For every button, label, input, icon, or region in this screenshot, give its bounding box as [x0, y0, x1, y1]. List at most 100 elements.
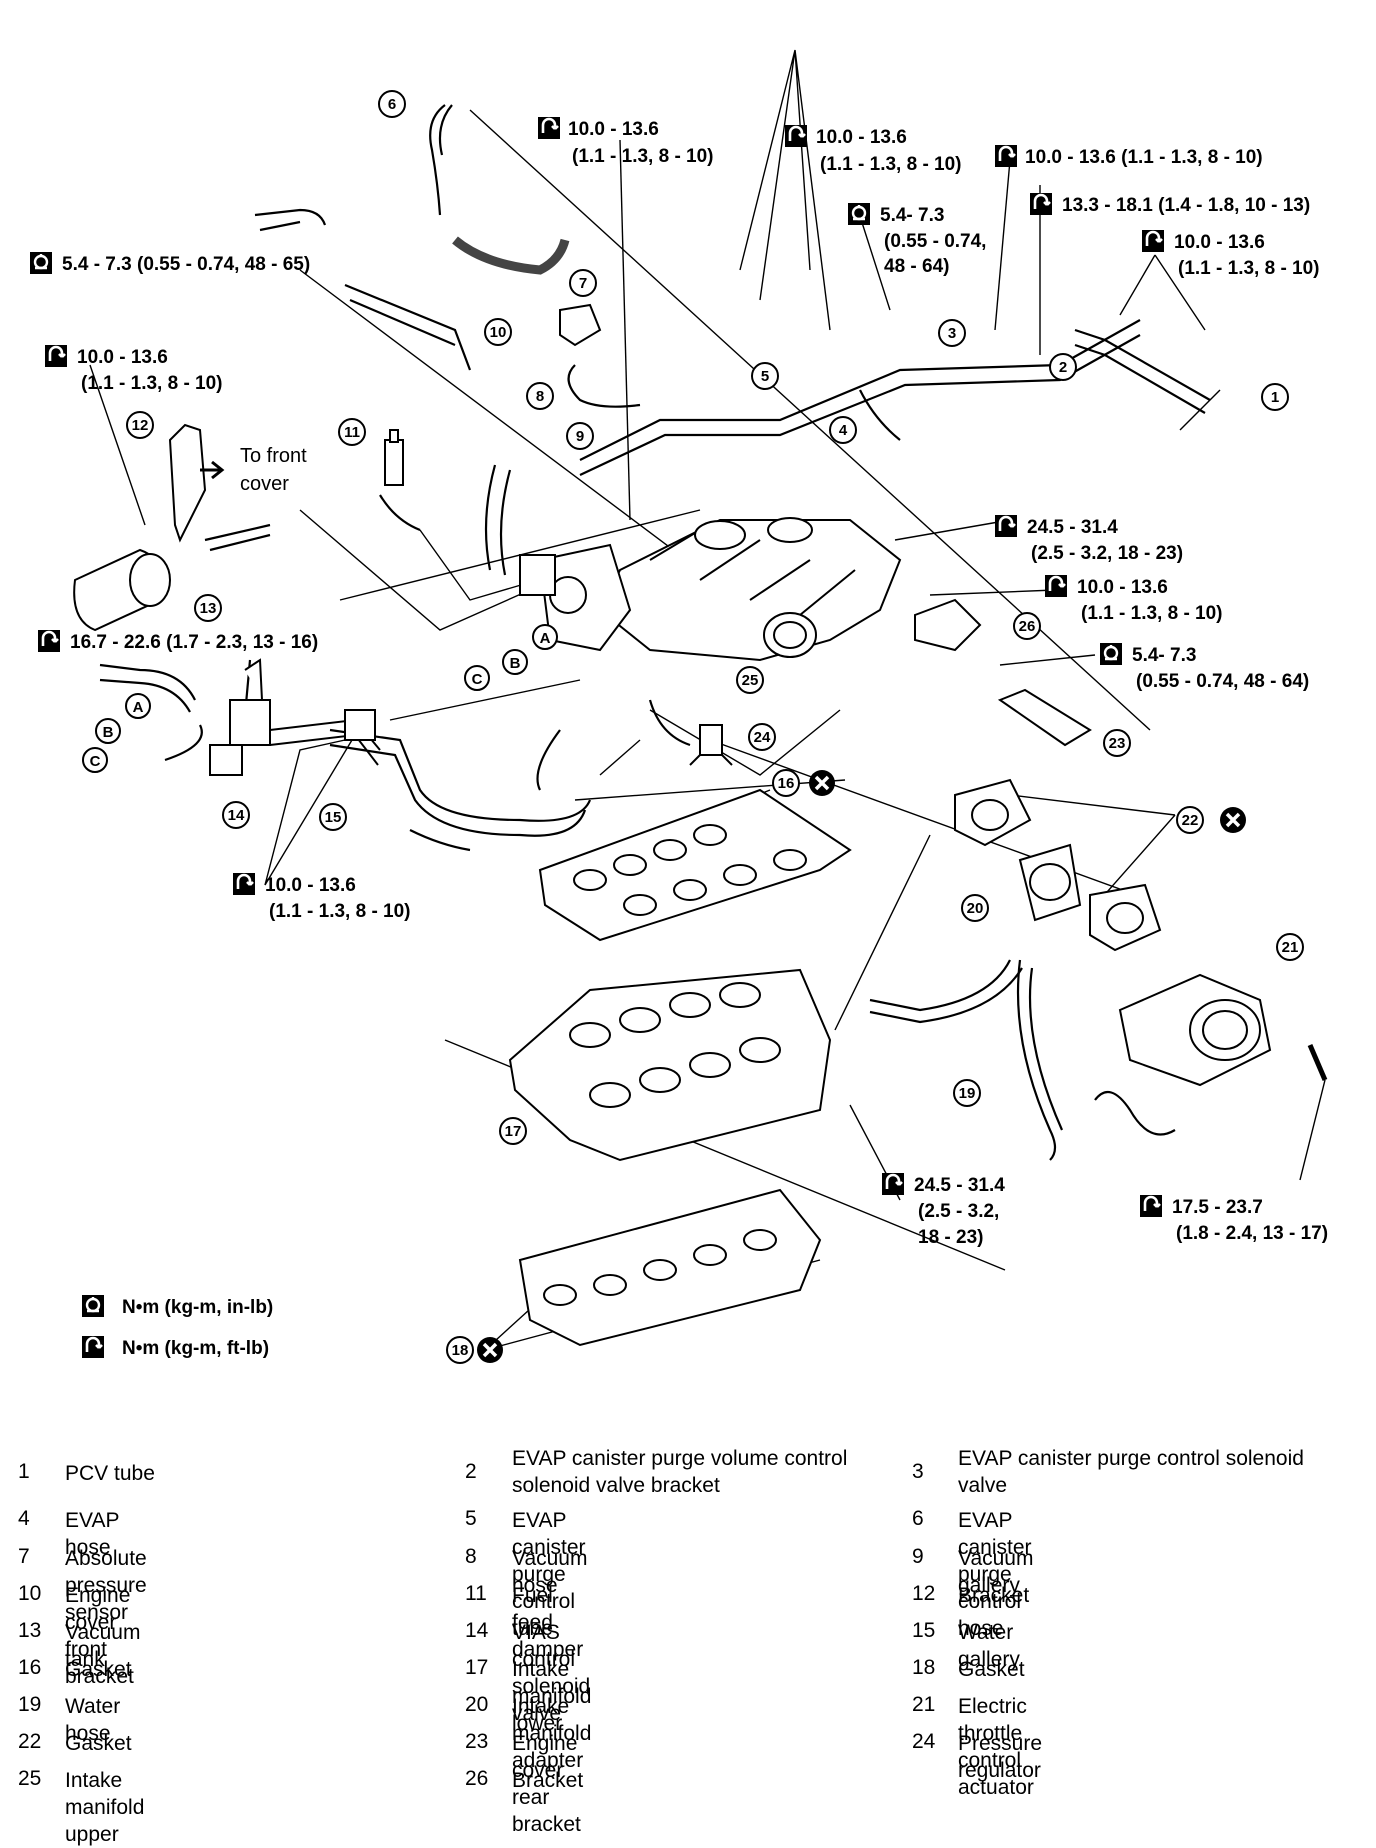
- svg-text:10.0 - 13.6 (1.1 - 1.3, 8 - 10: 10.0 - 13.6 (1.1 - 1.3, 8 - 10): [1025, 147, 1263, 168]
- callout: 26: [1013, 612, 1041, 640]
- svg-text:7: 7: [579, 275, 587, 292]
- svg-text:18 - 23): 18 - 23): [918, 1227, 983, 1248]
- svg-text:24.5 - 31.4: 24.5 - 31.4: [1027, 517, 1118, 538]
- replace-gasket-icon: [1218, 805, 1248, 835]
- torque-spec: 10.0 - 13.6 (1.1 - 1.3, 8 - 10): [783, 123, 962, 175]
- torque-ftlb-icon: [993, 513, 1019, 539]
- torque-ftlb-icon: [80, 1334, 106, 1360]
- svg-text:10.0 - 13.6: 10.0 - 13.6: [265, 875, 356, 896]
- svg-text:(1.1 - 1.3, 8 - 10): (1.1 - 1.3, 8 - 10): [820, 154, 962, 175]
- torque-ftlb-icon: [1140, 228, 1166, 254]
- callout: 11: [338, 418, 366, 446]
- throttle-body-assembly: [519, 543, 632, 652]
- svg-text:5: 5: [761, 368, 769, 385]
- torque-spec: 10.0 - 13.6 (1.1 - 1.3, 8 - 10): [993, 143, 1263, 169]
- torque-inlb-icon: [80, 1293, 106, 1319]
- torque-ftlb-icon: [783, 123, 809, 149]
- svg-text:N•m (kg-m, ft-lb): N•m (kg-m, ft-lb): [122, 1338, 269, 1359]
- svg-text:9: 9: [576, 428, 584, 445]
- svg-text:10.0 - 13.6: 10.0 - 13.6: [1174, 232, 1265, 253]
- callout: 22: [1176, 806, 1204, 834]
- absolute-pressure-sensor: [559, 303, 602, 347]
- bracket-12: [168, 423, 207, 543]
- callout: 10: [484, 318, 512, 346]
- svg-text:(2.5 - 3.2,: (2.5 - 3.2,: [918, 1201, 999, 1222]
- svg-text:B: B: [510, 655, 521, 672]
- svg-text:14: 14: [228, 807, 245, 824]
- torque-ftlb-icon: [536, 115, 562, 141]
- arrow-icon: [200, 460, 225, 480]
- svg-text:25: 25: [742, 672, 759, 689]
- svg-text:6: 6: [388, 96, 396, 113]
- callout: 17: [499, 1117, 527, 1145]
- svg-text:17.5 - 23.7: 17.5 - 23.7: [1172, 1197, 1263, 1218]
- callout: 13: [194, 594, 222, 622]
- torque-spec: 24.5 - 31.4 (2.5 - 3.2, 18 - 23): [993, 513, 1183, 564]
- torque-ftlb-icon: [36, 628, 62, 654]
- vacuum-tank: [73, 548, 171, 632]
- svg-text:(1.1 - 1.3, 8 - 10): (1.1 - 1.3, 8 - 10): [572, 146, 714, 167]
- callout: 19: [953, 1079, 981, 1107]
- callout: 24: [748, 723, 776, 751]
- gasket-16: [538, 788, 852, 942]
- svg-text:5.4- 7.3: 5.4- 7.3: [1132, 645, 1196, 666]
- svg-text:10.0 - 13.6: 10.0 - 13.6: [1077, 577, 1168, 598]
- svg-text:1: 1: [1271, 389, 1279, 406]
- fuel-feed-damper: [384, 429, 404, 486]
- svg-text:10.0 - 13.6: 10.0 - 13.6: [77, 347, 168, 368]
- svg-text:22: 22: [1182, 812, 1199, 829]
- svg-text:11: 11: [344, 424, 360, 441]
- svg-text:19: 19: [959, 1085, 976, 1102]
- svg-text:C: C: [90, 753, 101, 770]
- torque-ftlb-icon: [43, 343, 69, 369]
- svg-text:16.7 - 22.6 (1.7 - 2.3, 13 - 1: 16.7 - 22.6 (1.7 - 2.3, 13 - 16): [70, 632, 318, 653]
- torque-spec: 10.0 - 13.6 (1.1 - 1.3, 8 - 10): [231, 871, 411, 922]
- callout: 16: [772, 769, 800, 797]
- callout: 5: [751, 362, 779, 390]
- torque-spec: 17.5 - 23.7 (1.8 - 2.4, 13 - 17): [1138, 1193, 1328, 1244]
- torque-spec: 10.0 - 13.6 (1.1 - 1.3, 8 - 10): [1043, 573, 1223, 624]
- svg-text:4: 4: [839, 422, 848, 439]
- intake-manifold-upper: [598, 517, 902, 662]
- replace-gasket-icon: [475, 1335, 505, 1365]
- callout: 25: [736, 666, 764, 694]
- leader-lines: [89, 49, 1326, 1351]
- svg-text:(2.5 - 3.2, 18 - 23): (2.5 - 3.2, 18 - 23): [1031, 543, 1183, 564]
- torque-spec: 10.0 - 13.6 (1.1 - 1.3, 8 - 10): [1140, 228, 1320, 279]
- replace-gasket-icon: [807, 768, 837, 798]
- connector: C: [82, 747, 108, 773]
- svg-text:17: 17: [505, 1123, 522, 1140]
- svg-text:(1.1 - 1.3, 8 - 10): (1.1 - 1.3, 8 - 10): [269, 901, 411, 922]
- intake-manifold-adapter: [1018, 843, 1082, 922]
- torque-spec: 5.4- 7.3 (0.55 - 0.74, 48 - 64): [1098, 641, 1309, 692]
- svg-text:26: 26: [1019, 618, 1036, 635]
- svg-text:13.3 - 18.1 (1.4 - 1.8, 10 - 1: 13.3 - 18.1 (1.4 - 1.8, 10 - 13): [1062, 195, 1310, 216]
- torque-inlb-icon: [846, 201, 872, 227]
- svg-text:2: 2: [1059, 359, 1067, 376]
- svg-text:23: 23: [1109, 735, 1126, 752]
- torque-specs: 10.0 - 13.6 (1.1 - 1.3, 8 - 10) 10.0 - 1…: [28, 115, 1328, 1248]
- svg-text:3: 3: [948, 325, 956, 342]
- connector: A: [125, 693, 151, 719]
- svg-text:18: 18: [452, 1342, 469, 1359]
- torque-ftlb-icon: [993, 143, 1019, 169]
- svg-text:5.4 - 7.3 (0.55 - 0.74, 48 - 6: 5.4 - 7.3 (0.55 - 0.74, 48 - 65): [62, 254, 310, 275]
- connector: A: [532, 624, 558, 650]
- torque-spec: 24.5 - 31.4 (2.5 - 3.2, 18 - 23): [880, 1171, 1005, 1248]
- svg-text:12: 12: [132, 417, 149, 434]
- connector: C: [464, 665, 490, 691]
- svg-text:10.0 - 13.6: 10.0 - 13.6: [568, 119, 659, 140]
- vias-control-solenoid-valve: [209, 658, 271, 776]
- callout: 23: [1103, 729, 1131, 757]
- svg-text:24: 24: [754, 729, 771, 746]
- unit-legend: N•m (kg-m, in-lb) N•m (kg-m, ft-lb): [80, 1293, 273, 1360]
- torque-spec: 10.0 - 13.6 (1.1 - 1.3, 8 - 10): [43, 343, 223, 394]
- callout: 20: [961, 894, 989, 922]
- gasket-18: [518, 1188, 822, 1347]
- svg-text:10: 10: [490, 324, 507, 341]
- callout: 6: [378, 90, 406, 118]
- svg-text:C: C: [472, 671, 483, 688]
- connector-letters: A B C A B C: [82, 624, 558, 773]
- svg-text:N•m (kg-m, in-lb): N•m (kg-m, in-lb): [122, 1297, 273, 1318]
- engine-cover-rear-bracket: [997, 688, 1092, 747]
